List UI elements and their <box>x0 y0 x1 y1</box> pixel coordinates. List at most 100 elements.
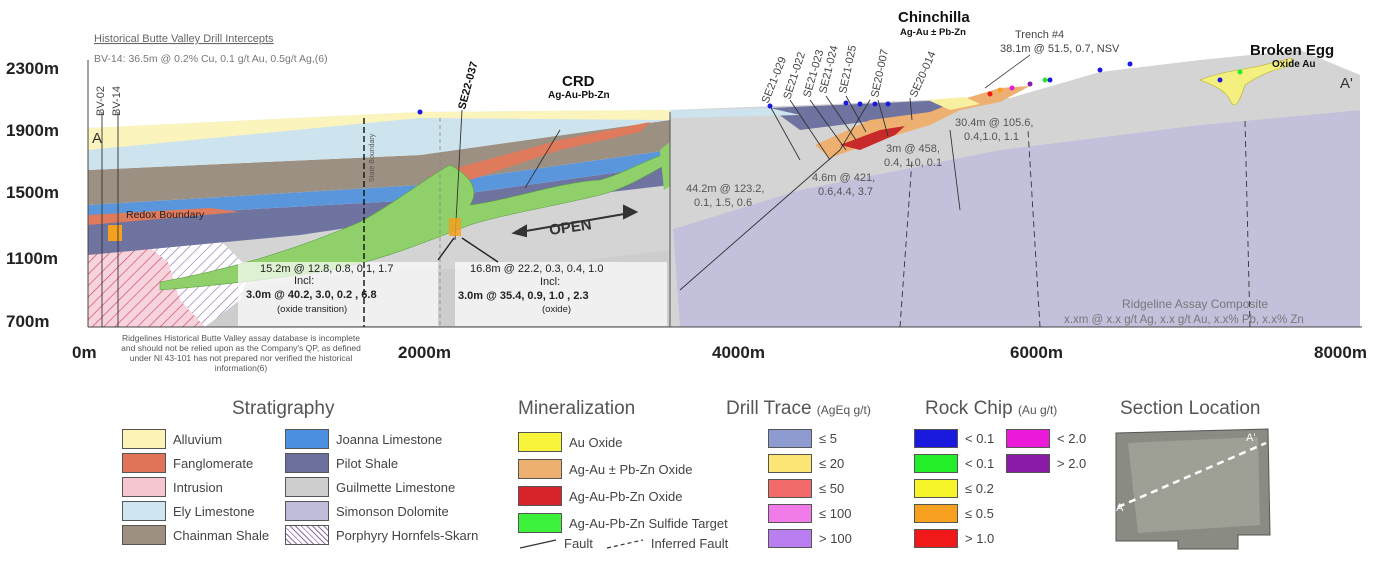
mineralization-label: Ag-Au-Pb-Zn Oxide <box>569 488 683 504</box>
y-tick: 1500m <box>6 183 59 202</box>
fault-label: Fault <box>564 536 593 551</box>
x-tick: 4000m <box>712 343 765 362</box>
rock-chip-label: ≤ 0.5 <box>965 506 994 521</box>
chinchilla-sub: Ag-Au ± Pb-Zn <box>900 27 966 38</box>
x-tick: 6000m <box>1010 343 1063 362</box>
mineralization-swatch <box>518 432 562 452</box>
stratigraphy-label: Joanna Limestone <box>336 431 443 447</box>
drill-trace-item: ≤ 5 <box>768 429 837 448</box>
stratigraphy-label: Fanglomerate <box>173 455 254 471</box>
y-tick: 700m <box>6 312 49 331</box>
stratigraphy-item: Ely Limestone <box>122 501 255 521</box>
stratigraphy-swatch <box>285 477 329 497</box>
rock-chip-label: < 0.1 <box>965 456 995 471</box>
drill-trace-swatch <box>768 504 812 523</box>
section-location-title: Section Location <box>1120 398 1261 419</box>
stratigraphy-swatch <box>122 525 166 545</box>
intercept-text: 30.4m @ 105.6, <box>955 117 1033 129</box>
sulfide-vein <box>660 140 672 190</box>
rock-chip-label: < 2.0 <box>1057 431 1087 446</box>
fault-legend: Fault Inferred Fault <box>518 536 728 551</box>
alluvium <box>88 110 670 150</box>
stratigraphy-swatch <box>122 453 166 473</box>
intercept-text: (oxide) <box>542 304 571 315</box>
crd-label: CRD <box>562 73 595 90</box>
section-a-prime: A' <box>1340 75 1353 92</box>
intercept-text: 3.0m @ 40.2, 3.0, 0.2 , 6.8 <box>246 289 377 301</box>
mineralization-label: Au Oxide <box>569 434 623 450</box>
open-arrow <box>511 204 639 238</box>
mineralization-label: Ag-Au ± Pb-Zn Oxide <box>569 461 693 477</box>
drill-label: SE20-007 <box>869 48 891 98</box>
rock-chip-item: ≤ 0.2 <box>914 479 994 498</box>
drill-trace-item: ≤ 20 <box>768 454 844 473</box>
stratigraphy-item: Intrusion <box>122 477 223 497</box>
historical-title: Historical Butte Valley Drill Intercepts <box>94 33 274 45</box>
stratigraphy-swatch <box>122 429 166 449</box>
x-tick: 8000m <box>1314 343 1367 362</box>
intercept-text: 3.0m @ 35.4, 0.9, 1.0 , 2.3 <box>458 290 589 302</box>
intercept-arrows <box>437 237 499 263</box>
east-intercepts: 44.2m @ 123.2, 0.1, 1.5, 0.6 4.6m @ 421,… <box>686 117 1033 209</box>
intrusion <box>88 240 205 327</box>
fanglomerate-west <box>88 208 240 225</box>
stratigraphy-swatch <box>122 501 166 521</box>
drill-trace-item: ≤ 100 <box>768 504 851 523</box>
stratigraphy-label: Guilmette Limestone <box>336 479 456 495</box>
stratigraphy-swatch <box>285 501 329 521</box>
mineralization-item: Ag-Au-Pb-Zn Sulfide Target <box>518 513 728 533</box>
rock-chip-item: > 2.0 <box>1006 454 1086 473</box>
drill-trace-title: Drill Trace (AgEq g/t) <box>726 398 871 420</box>
state-boundary-label: State Boundary <box>369 133 376 182</box>
stratigraphy-item: Guilmette Limestone <box>285 477 455 497</box>
intercept-text: 44.2m @ 123.2, <box>686 183 764 195</box>
stratigraphy-label: Intrusion <box>173 479 223 495</box>
stratigraphy-item: Porphyry Hornfels-Skarn <box>285 525 478 545</box>
mineralization-item: Ag-Au ± Pb-Zn Oxide <box>518 459 692 479</box>
stratigraphy-swatch <box>285 429 329 449</box>
chainman-shale <box>88 120 670 205</box>
disclaimer: Ridgelines Historical Butte Valley assay… <box>121 333 361 373</box>
drill-trace-label: ≤ 50 <box>819 481 845 496</box>
trench-value: 38.1m @ 51.5, 0.7, NSV <box>1000 43 1120 55</box>
broken-egg-oxide <box>1199 57 1293 106</box>
rock-chip-label: > 2.0 <box>1057 456 1087 471</box>
rock-chip-title: Rock Chip (Au g/t) <box>925 398 1057 420</box>
stratigraphy-title: Stratigraphy <box>232 398 335 419</box>
stratigraphy-label: Simonson Dolomite <box>336 503 449 519</box>
stratigraphy-label: Porphyry Hornfels-Skarn <box>336 527 479 543</box>
intercept-panel-2 <box>455 262 667 326</box>
stratigraphy-swatch <box>285 525 329 545</box>
broken-egg-label: Broken Egg <box>1250 42 1334 59</box>
stratigraphy-swatch <box>285 453 329 473</box>
composite-title: Ridgeline Assay Composite <box>1122 297 1268 311</box>
intercept-panel-1 <box>238 262 438 326</box>
east-ely <box>670 108 800 118</box>
intercept-text: 0.4,1.0, 1.1 <box>964 131 1019 143</box>
drill-intercept-se22 <box>449 218 461 236</box>
east-pilot-shale <box>770 100 948 130</box>
trench-label: Trench #4 <box>1015 29 1064 41</box>
rock-chip-title-text: Rock Chip <box>925 398 1013 419</box>
intercept-text: 0.6,4.4, 3.7 <box>818 186 873 198</box>
intercept-text: 3m @ 458, <box>886 143 940 155</box>
intercepts: 15.2m @ 12.8, 0.8, 0.1, 1.7 Incl: 3.0m @… <box>246 263 603 315</box>
broken-egg-sub: Oxide Au <box>1272 59 1316 70</box>
y-axis-ticks: 2300m 1900m 1500m 1100m 700m <box>6 59 59 331</box>
drill-trace-swatch <box>768 479 812 498</box>
redox-label: Redox Boundary <box>126 209 205 221</box>
fault-symbol <box>519 538 557 549</box>
fanglomerate <box>430 122 650 190</box>
location-a-prime: A' <box>1246 432 1255 444</box>
bv14-intercept: BV-14: 36.5m @ 0.2% Cu, 0.1 g/t Au, 0.5g… <box>94 53 328 65</box>
mineralization-label: Ag-Au-Pb-Zn Sulfide Target <box>569 515 728 531</box>
rock-chip-label: ≤ 0.2 <box>965 481 994 496</box>
rock-chip-label: > 1.0 <box>965 531 995 546</box>
chinchilla-au-oxide <box>928 97 980 110</box>
intercept-text: 16.8m @ 22.2, 0.3, 0.4, 1.0 <box>470 263 603 275</box>
rock-chip-swatch <box>1006 454 1050 473</box>
stratigraphy-item: Alluvium <box>122 429 222 449</box>
x-tick: 2000m <box>398 343 451 362</box>
crd-sub: Ag-Au-Pb-Zn <box>548 90 610 101</box>
section-location-map: A A' <box>1115 428 1271 550</box>
